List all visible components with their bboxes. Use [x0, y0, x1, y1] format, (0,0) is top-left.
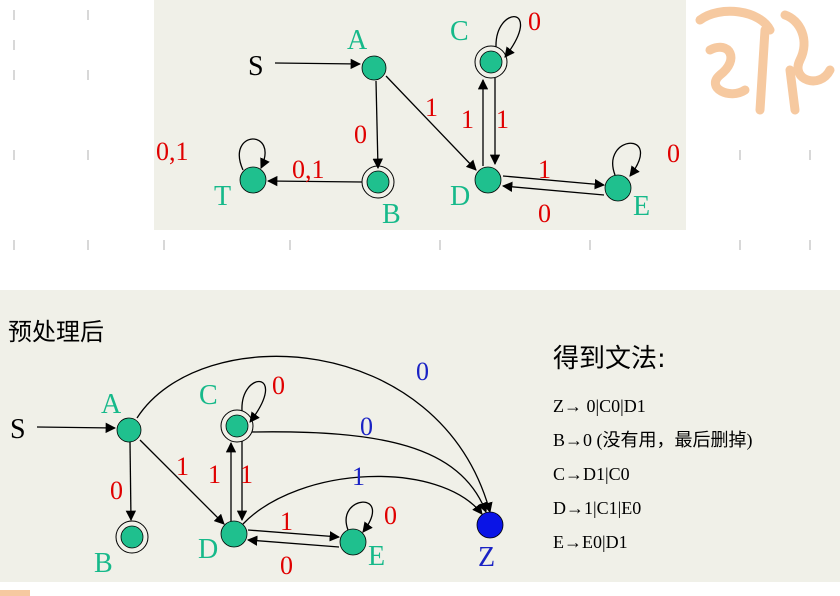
top-node-c [479, 50, 503, 74]
bottom-edge-a-b [125, 441, 137, 522]
corner-seal-mark [0, 590, 30, 596]
bottom-node-e-label: E [368, 541, 385, 572]
bottom-edge-a-d-label: 1 [176, 452, 189, 481]
bottom-node-c-ring [220, 409, 254, 443]
bottom-edge-e-loop [345, 501, 374, 533]
top-edge-d-e [502, 175, 606, 190]
top-edge-d-c-label: 1 [461, 105, 474, 134]
top-node-b-ring [361, 165, 395, 199]
bottom-start-label: S [10, 414, 26, 445]
top-edge-a-d-label: 1 [425, 93, 438, 122]
bottom-edge-e-d [246, 535, 340, 548]
bottom-node-e [339, 528, 367, 556]
bottom-node-b-ring [115, 520, 149, 554]
top-edge-start [274, 58, 362, 70]
bottom-node-a-label: A [101, 389, 122, 420]
top-edge-b-t-label: 0,1 [292, 155, 325, 184]
top-diagram: S A B C D E T 0 1 0,1 0,1 0 1 1 1 0 0 [156, 7, 680, 230]
preprocessed-heading: 预处理后 [8, 318, 104, 346]
bottom-edge-e-loop-label: 0 [384, 501, 397, 530]
top-node-a [361, 55, 387, 81]
grammar-rule: Z→ 0|C0|D1 [553, 396, 646, 416]
bottom-edge-d-e [247, 529, 341, 542]
bottom-edge-c-d-label: 1 [240, 460, 253, 489]
bottom-edge-a-z [136, 355, 493, 514]
top-node-c-label: C [450, 16, 469, 47]
top-edge-e-d [501, 181, 605, 196]
bottom-node-b-label: B [94, 548, 113, 579]
top-node-b-label: B [382, 199, 401, 230]
bottom-edge-d-e-label: 1 [280, 507, 293, 536]
bottom-diagram: S A B C D E Z 0 1 0 0 0 1 1 1 1 0 0 [10, 355, 504, 580]
top-node-b [366, 170, 390, 194]
top-node-t-label: T [214, 181, 231, 212]
top-node-c-ring [474, 45, 508, 79]
bottom-node-b [120, 525, 144, 549]
bottom-edge-d-z-label: 1 [352, 462, 365, 491]
top-edge-b-t [266, 175, 363, 187]
bottom-edge-a-b-label: 0 [110, 476, 123, 505]
top-edge-c-d-label: 1 [496, 105, 509, 134]
top-edge-e-loop-label: 0 [667, 139, 680, 168]
bottom-edge-d-z [242, 475, 483, 525]
top-diagram-panel [154, 0, 686, 230]
grammar-rule: E→E0|D1 [553, 532, 628, 552]
bottom-edge-c-z [251, 431, 488, 513]
grammar-rule: D→1|C1|E0 [553, 498, 642, 518]
bottom-node-c-label: C [199, 380, 218, 411]
top-node-e-label: E [633, 191, 650, 222]
top-edge-a-b-label: 0 [354, 120, 367, 149]
bottom-edge-c-z-label: 0 [360, 412, 373, 441]
top-node-t [239, 166, 267, 194]
bottom-node-z-label: Z [478, 542, 495, 573]
top-edge-c-loop [495, 16, 522, 58]
top-node-e [604, 174, 632, 202]
bottom-node-c [225, 414, 249, 438]
bottom-node-d-label: D [198, 534, 218, 565]
grammar-title: 得到文法: [553, 344, 666, 374]
grammar-panel: 得到文法: Z→ 0|C0|D1 B→0 (没有用，最后删掉) C→D1|C0 … [553, 338, 840, 559]
bottom-edge-e-d-label: 0 [280, 551, 293, 580]
top-node-d-label: D [450, 181, 470, 212]
bottom-node-d [220, 520, 248, 548]
bottom-node-z [476, 511, 504, 539]
top-edge-c-loop-label: 0 [528, 7, 541, 36]
bottom-edge-a-d [139, 439, 225, 525]
calligraphy-seal-decoration [695, 6, 835, 115]
top-edge-e-d-label: 0 [538, 199, 551, 228]
top-edge-t-loop [238, 138, 270, 171]
top-node-a-label: A [347, 25, 368, 56]
top-node-d [474, 166, 502, 194]
bottom-edge-c-loop [241, 380, 267, 423]
top-start-label: S [248, 51, 264, 82]
top-edge-t-loop-label: 0,1 [156, 137, 189, 166]
top-edge-a-b [372, 80, 383, 170]
top-edge-e-loop [612, 142, 642, 177]
top-edge-a-d [385, 75, 477, 171]
background-dash-pattern [13, 10, 811, 250]
bottom-edge-a-z-label: 0 [416, 357, 429, 386]
top-edge-d-e-label: 1 [538, 155, 551, 184]
bottom-edge-start [36, 422, 117, 434]
grammar-rule: B→0 (没有用，最后删掉) [553, 430, 753, 450]
bottom-edge-d-c-label: 1 [208, 460, 221, 489]
bottom-edge-c-loop-label: 0 [272, 371, 285, 400]
grammar-rule: C→D1|C0 [553, 464, 630, 484]
bottom-node-a [116, 417, 142, 443]
